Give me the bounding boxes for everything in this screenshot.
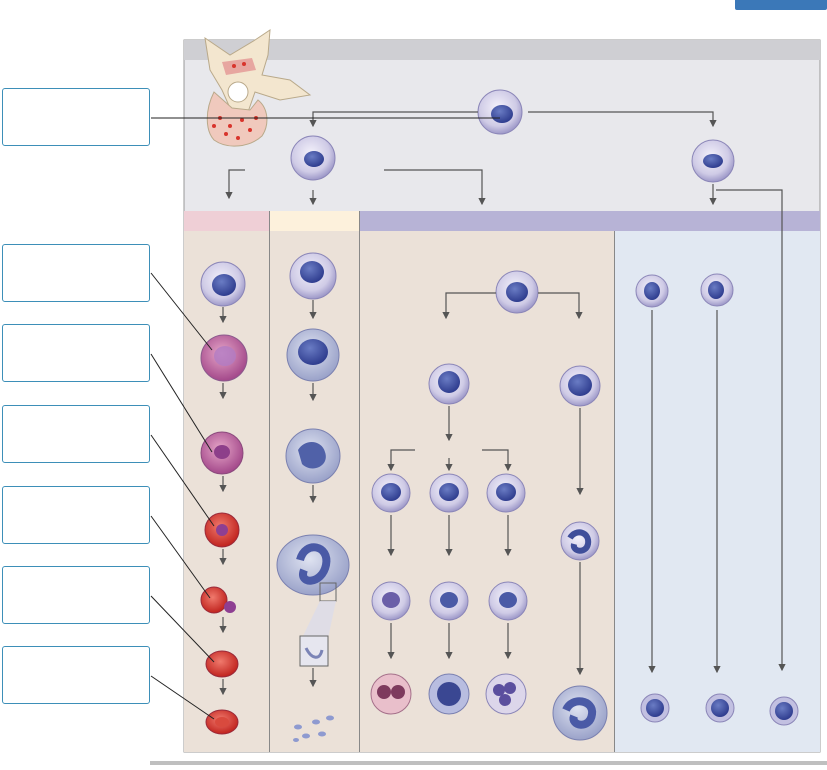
promegakaryocyte xyxy=(286,328,340,382)
promonocyte xyxy=(560,521,600,561)
myeloid-arrows xyxy=(387,292,584,676)
answer-box-3[interactable] xyxy=(2,324,150,382)
myeloblast xyxy=(495,270,539,314)
eosinophilic-myelocyte xyxy=(371,473,411,513)
answer-box-5[interactable] xyxy=(2,486,150,544)
lymphoid-stem-cell xyxy=(691,139,735,183)
myeloid-column xyxy=(370,270,608,741)
megakaryoblast xyxy=(289,252,337,300)
bottom-scrollbar[interactable] xyxy=(150,761,827,765)
reticulocyte xyxy=(205,650,239,678)
platelets xyxy=(293,715,334,742)
neutrophilic-myelocyte xyxy=(486,473,526,513)
basophilic-myelocyte xyxy=(429,473,469,513)
leukocyte-band xyxy=(360,211,820,231)
t-lymphocyte xyxy=(705,693,735,723)
megakaryocyte-panel xyxy=(270,231,359,752)
answer-box-2[interactable] xyxy=(2,244,150,302)
neutrophilic-band xyxy=(488,581,528,621)
answer-box-7[interactable] xyxy=(2,646,150,704)
nk-cell xyxy=(769,696,799,726)
granulocyte-progenitor xyxy=(428,363,470,405)
megakaryocyte xyxy=(276,534,350,596)
monoblast xyxy=(559,365,601,407)
b-lymphocyte xyxy=(640,693,670,723)
basophil xyxy=(428,673,470,715)
extruding-nucleus xyxy=(200,586,236,614)
basophilic-erythroblast xyxy=(200,334,248,382)
erythroid-column xyxy=(200,261,248,735)
basophilic-band xyxy=(429,581,469,621)
lymphoid-arrows xyxy=(648,310,721,674)
b-lymphoblast xyxy=(635,274,669,308)
eosinophil xyxy=(370,673,412,715)
megakaryocyte-developing xyxy=(285,428,341,484)
erythrocyte xyxy=(205,709,239,735)
answer-box-1[interactable] xyxy=(2,88,150,146)
eosinophilic-band xyxy=(371,581,411,621)
top-arrows xyxy=(225,111,786,672)
leader-lines xyxy=(150,117,500,720)
header-stripe xyxy=(184,40,820,60)
polychromatic-erythroblast xyxy=(200,431,244,475)
monocyte xyxy=(552,685,608,741)
lymphoid-column xyxy=(635,273,799,726)
neutrophil xyxy=(485,673,527,715)
megakaryocyte-band xyxy=(270,211,359,231)
bone-marrow-illustration xyxy=(204,29,312,147)
answer-box-4[interactable] xyxy=(2,405,150,463)
t-lymphoblast xyxy=(700,273,734,307)
zoom-box-large xyxy=(299,635,329,667)
answer-box-6[interactable] xyxy=(2,566,150,624)
erythroid-band xyxy=(184,211,269,231)
top-action-button[interactable] xyxy=(735,0,827,10)
proerythroblast xyxy=(200,261,246,307)
zoom-beam xyxy=(302,601,336,638)
megakaryocyte-column xyxy=(276,252,350,742)
orthochromatic-erythroblast xyxy=(204,512,240,548)
myeloid-stem-cell xyxy=(290,135,336,181)
hematopoietic-stem-cell xyxy=(477,89,523,135)
